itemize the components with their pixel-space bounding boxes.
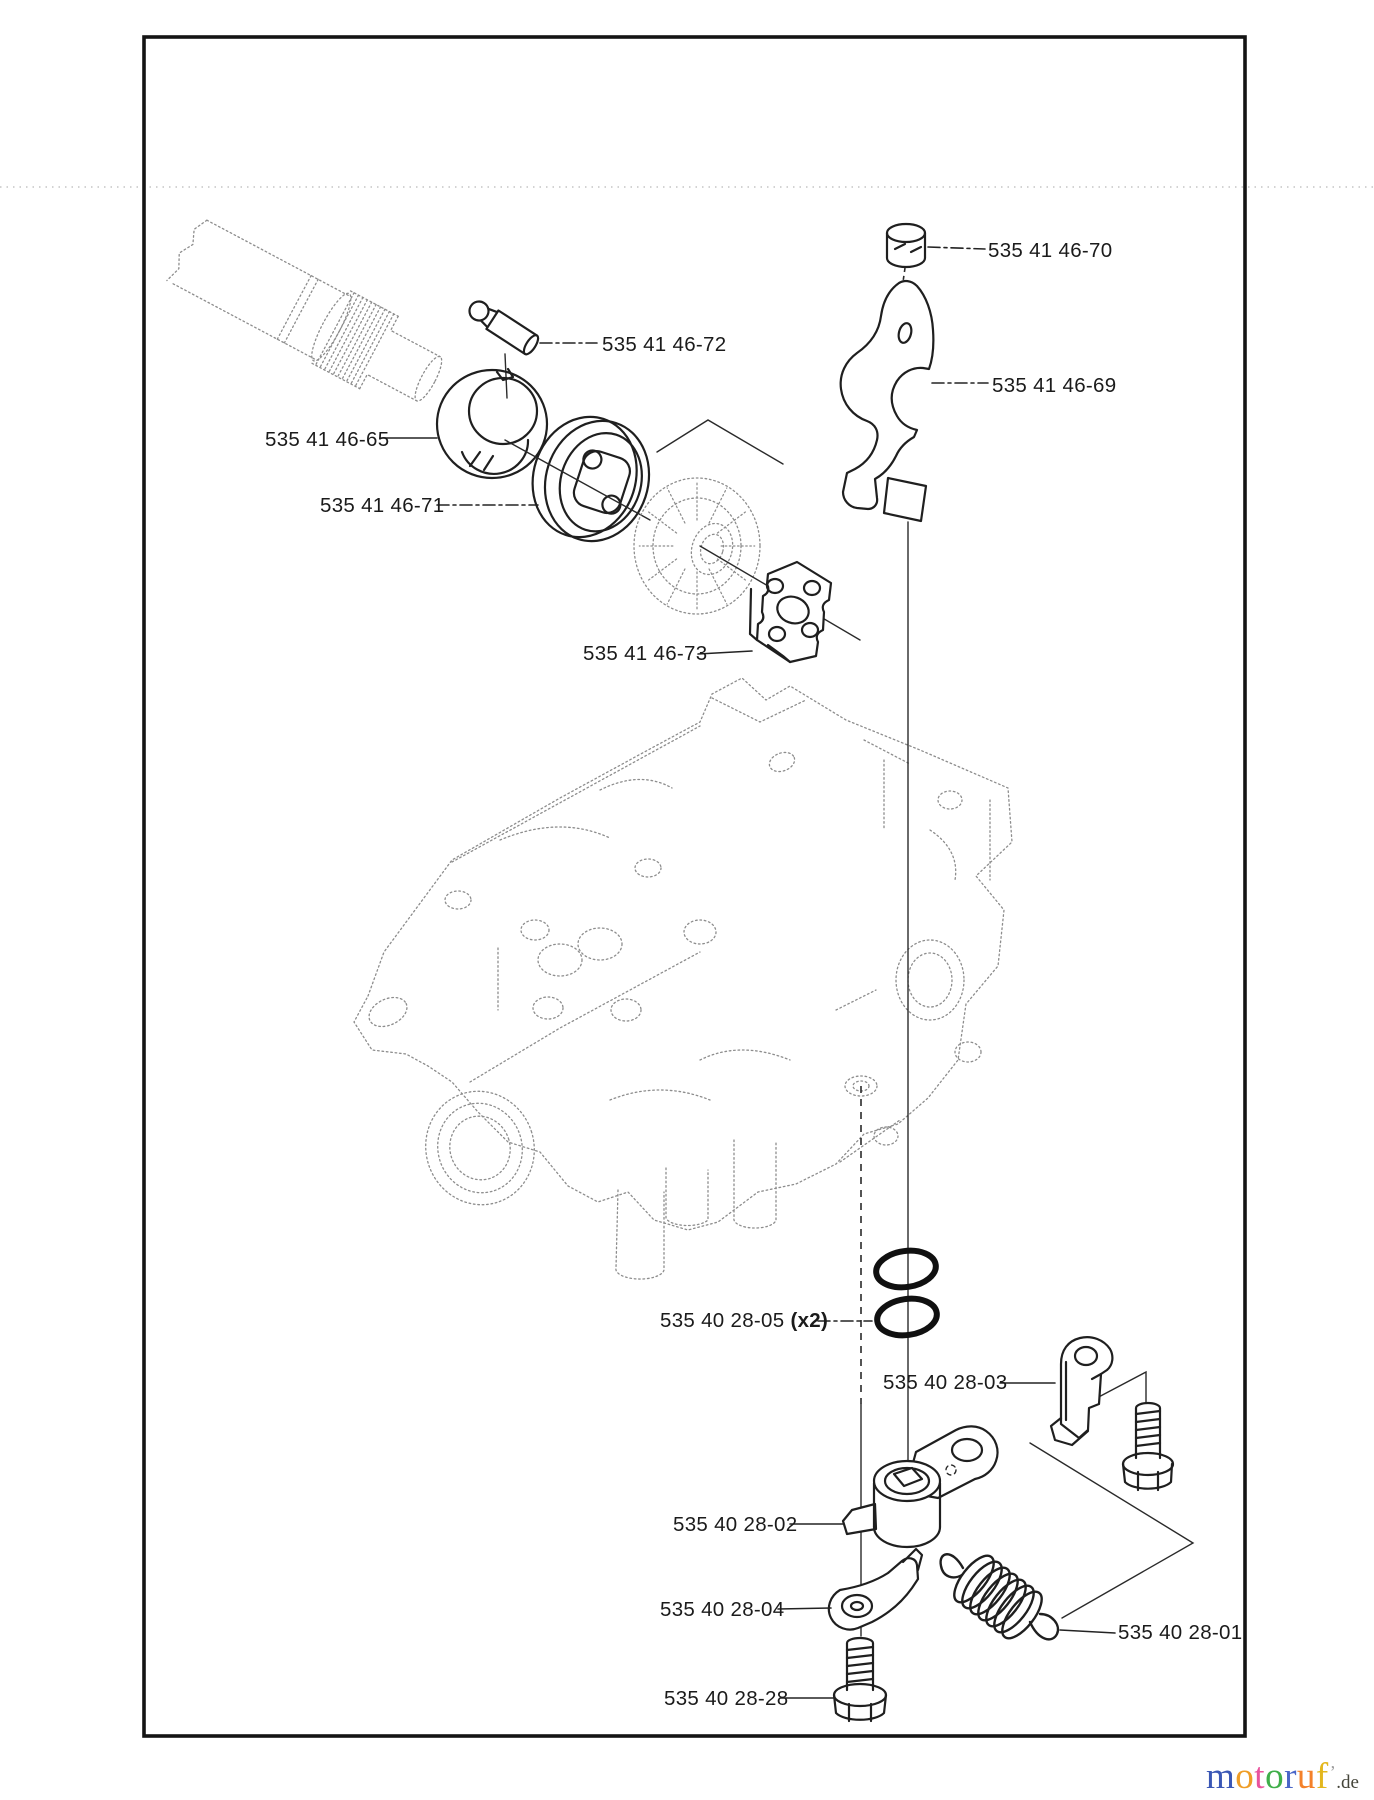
assembly-chevron-bottom: [1029, 1442, 1195, 1619]
assembly-chevron-top: [656, 419, 784, 465]
flange-screw: [832, 1636, 888, 1723]
logo-letter: f: [1315, 1756, 1329, 1797]
motoruf-logo[interactable]: motoruf’.de: [1206, 1752, 1374, 1797]
orings-quantity: (x2): [790, 1309, 828, 1332]
logo-letter: t: [1254, 1756, 1266, 1797]
roll-pin: [468, 300, 540, 399]
pulley-axis-line: [504, 439, 651, 521]
part-label-spring: 535 40 28-01: [1118, 1621, 1242, 1644]
shift-fork: [839, 279, 935, 523]
orings-part-no: 535 40 28-05: [660, 1309, 784, 1332]
part-label-pin: 535 41 46-72: [602, 333, 726, 356]
cap-alignment-line: [902, 267, 906, 283]
part-label-screw: 535 40 28-28: [664, 1687, 788, 1710]
mounting-bolt: [1121, 1401, 1175, 1492]
part-label-fork: 535 41 46-69: [992, 374, 1116, 397]
pin-alignment-line: [504, 353, 508, 399]
logo-letter: m: [1206, 1756, 1236, 1797]
tension-spring: [939, 1553, 1060, 1641]
logo-letter: o: [1265, 1756, 1285, 1797]
pivot-cap: [885, 222, 927, 269]
fan-wheel: [633, 477, 761, 615]
housing-bore: [425, 1090, 535, 1206]
leader-line-spring: [1059, 1629, 1116, 1634]
bushing: [435, 367, 549, 480]
part-label-bushing: 535 41 46-65: [265, 428, 389, 451]
anchor-bracket: [1049, 1336, 1114, 1447]
adapter-plate: [748, 560, 833, 664]
part-label-plate: 535 41 46-73: [583, 642, 707, 665]
logo-letter: o: [1235, 1756, 1255, 1797]
logo-apostrophe: ’: [1329, 1762, 1337, 1782]
logo-letter: u: [1296, 1756, 1316, 1797]
leader-line-cap: [927, 246, 986, 250]
part-label-cap: 535 41 46-70: [988, 239, 1112, 262]
logo-letter: r: [1284, 1756, 1297, 1797]
logo-domain-suffix: .de: [1336, 1772, 1359, 1793]
lock-washer-plate: [827, 1547, 924, 1631]
drive-shaft: [166, 219, 443, 402]
diagram-border-frame: [142, 35, 1247, 1738]
o-rings: [873, 1247, 940, 1339]
gearbox-housing: [353, 677, 1013, 1280]
leader-line-washer: [777, 1607, 832, 1610]
part-label-orings: 535 40 28-05 (x2): [660, 1309, 828, 1332]
grooved-pulley: [531, 415, 651, 543]
leader-line-plate: [697, 650, 753, 655]
part-label-bracket: 535 40 28-03: [883, 1371, 1007, 1394]
shift-lever: [841, 1425, 999, 1549]
part-label-washer: 535 40 28-04: [660, 1598, 784, 1621]
part-label-lever: 535 40 28-02: [673, 1513, 797, 1536]
bracket-bolt-connector: [1092, 1370, 1147, 1403]
part-label-pulley: 535 41 46-71: [320, 494, 444, 517]
